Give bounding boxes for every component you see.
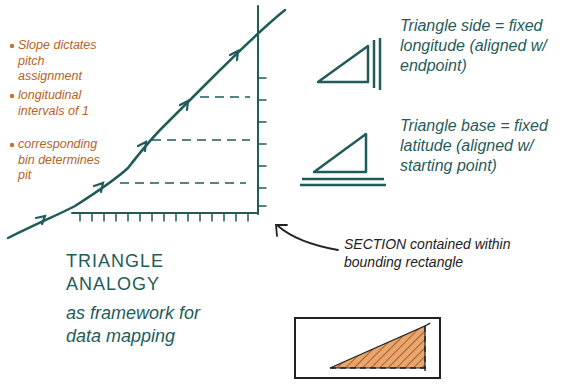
side-mark: [379, 38, 382, 90]
side-mark: [373, 40, 376, 88]
triangle-base-figure: [300, 134, 386, 185]
note-text: longitudinal intervals of 1: [18, 88, 110, 119]
dashed-guides: [425, 322, 432, 326]
arrowhead: [230, 51, 238, 60]
bullet: [10, 143, 14, 147]
bin-lines: [120, 97, 250, 183]
bullet: [10, 44, 14, 48]
triangle: [314, 134, 366, 172]
definition-text: Triangle base = fixed latitude (aligned …: [400, 116, 572, 176]
leader-line: [278, 226, 338, 250]
bullet: [10, 94, 14, 98]
note-text: Slope dictates pitch assignment: [18, 38, 110, 85]
bullets: [10, 44, 14, 147]
triangle: [318, 46, 368, 82]
heading-subtext: as framework for data mapping: [66, 302, 231, 347]
callout-text: SECTION contained within bounding rectan…: [344, 236, 534, 271]
bounding-rectangle: [295, 318, 440, 378]
vertical-axis: [257, 6, 259, 214]
bounding-rectangle-figure: [295, 318, 440, 378]
dashed-line: [152, 139, 250, 141]
axis-ticks: [258, 78, 266, 206]
dashed-line: [120, 182, 246, 184]
arrowhead: [180, 101, 188, 110]
heading-text: TRIANGLE ANALOGY: [66, 250, 176, 295]
pointer-arrow: [276, 225, 338, 250]
arrowhead: [36, 216, 45, 224]
chart-axes: [72, 6, 266, 221]
slope-curve: [8, 10, 285, 238]
arrowhead: [138, 142, 146, 151]
hatched-triangle: [330, 326, 425, 368]
base-mark: [300, 184, 386, 187]
triangle-side-figure: [318, 38, 380, 90]
note-text: corresponding bin determines pit: [18, 137, 110, 184]
axis-ticks: [80, 213, 248, 221]
horizontal-axis: [72, 212, 258, 214]
definition-text: Triangle side = fixed longitude (aligned…: [400, 16, 572, 76]
base-mark: [302, 178, 384, 181]
arrowhead: [94, 183, 103, 192]
dashed-line: [200, 96, 250, 98]
dashed-guides: [330, 326, 428, 371]
arrowhead: [276, 225, 287, 236]
